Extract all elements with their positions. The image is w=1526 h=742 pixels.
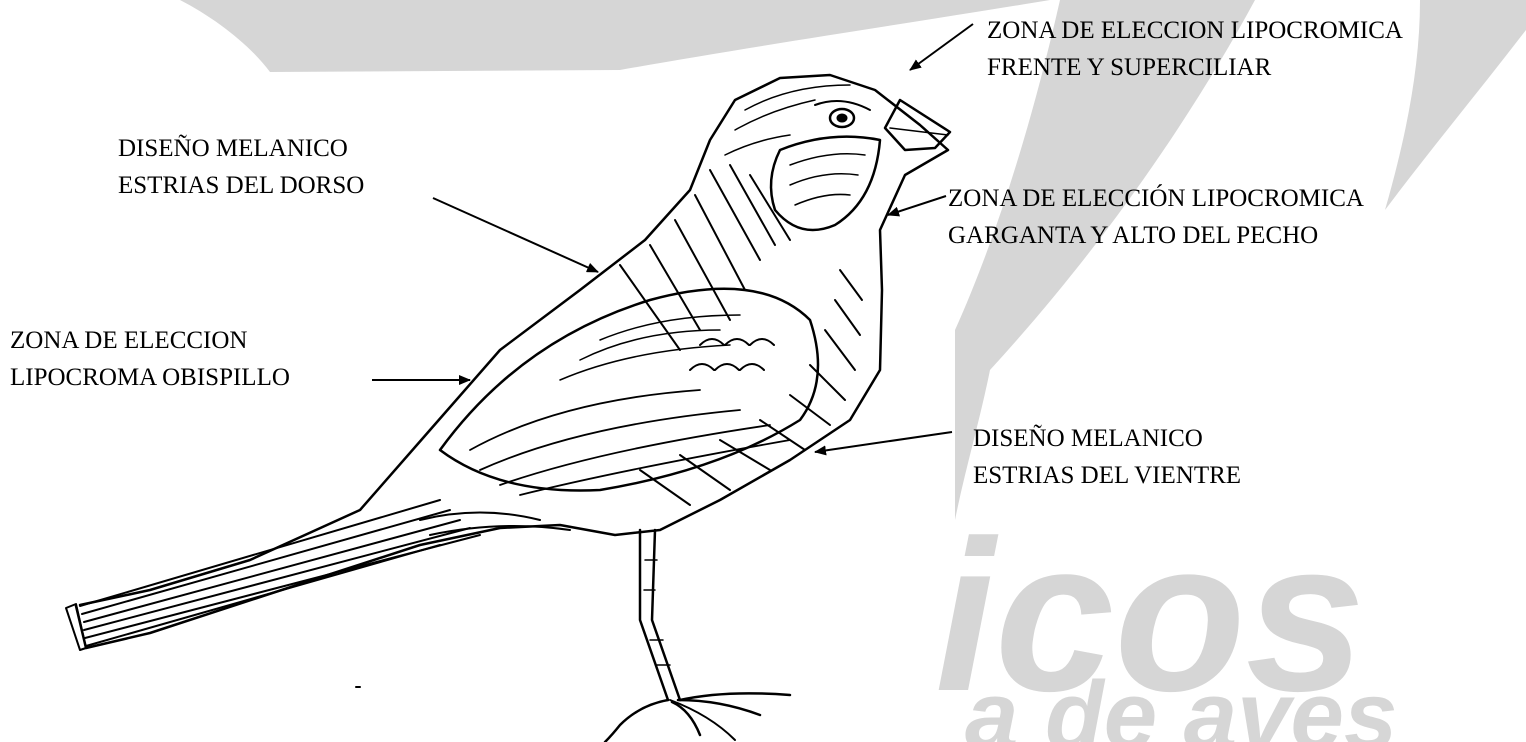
label-dorso-line2: ESTRIAS DEL DORSO xyxy=(118,172,365,199)
watermark-text: icos xyxy=(935,495,1365,736)
label-frente-line1: ZONA DE ELECCION LIPOCROMICA xyxy=(987,17,1403,44)
label-obispillo-line1: ZONA DE ELECCION xyxy=(10,327,248,354)
arrow-garganta xyxy=(887,195,947,217)
label-frente-line2: FRENTE Y SUPERCILIAR xyxy=(987,54,1272,81)
label-vientre-line1: DISEÑO MELANICO xyxy=(973,425,1203,452)
arrow-frente xyxy=(909,23,974,71)
bird-drawing-icon xyxy=(65,73,952,742)
arrow-dorso xyxy=(432,197,599,273)
label-garganta-line1: ZONA DE ELECCIÓN LIPOCROMICA xyxy=(948,185,1364,212)
label-garganta-line2: GARGANTA Y ALTO DEL PECHO xyxy=(948,222,1319,249)
label-frente: ZONA DE ELECCION LIPOCROMICA FRENTE Y SU… xyxy=(987,12,1403,86)
label-dorso-line1: DISEÑO MELANICO xyxy=(118,135,348,162)
label-vientre-line2: ESTRIAS DEL VIENTRE xyxy=(973,462,1242,489)
arrow-vientre xyxy=(814,431,953,456)
label-vientre: DISEÑO MELANICO ESTRIAS DEL VIENTRE xyxy=(973,420,1241,494)
label-dorso: DISEÑO MELANICO ESTRIAS DEL DORSO xyxy=(118,130,364,204)
label-garganta: ZONA DE ELECCIÓN LIPOCROMICA GARGANTA Y … xyxy=(948,180,1364,254)
label-obispillo-line2: LIPOCROMA OBISPILLO xyxy=(10,364,290,391)
feather-swoosh-icon xyxy=(180,0,1526,520)
watermark-subtext: a de aves xyxy=(965,662,1397,742)
label-obispillo: ZONA DE ELECCION LIPOCROMA OBISPILLO xyxy=(10,322,290,396)
